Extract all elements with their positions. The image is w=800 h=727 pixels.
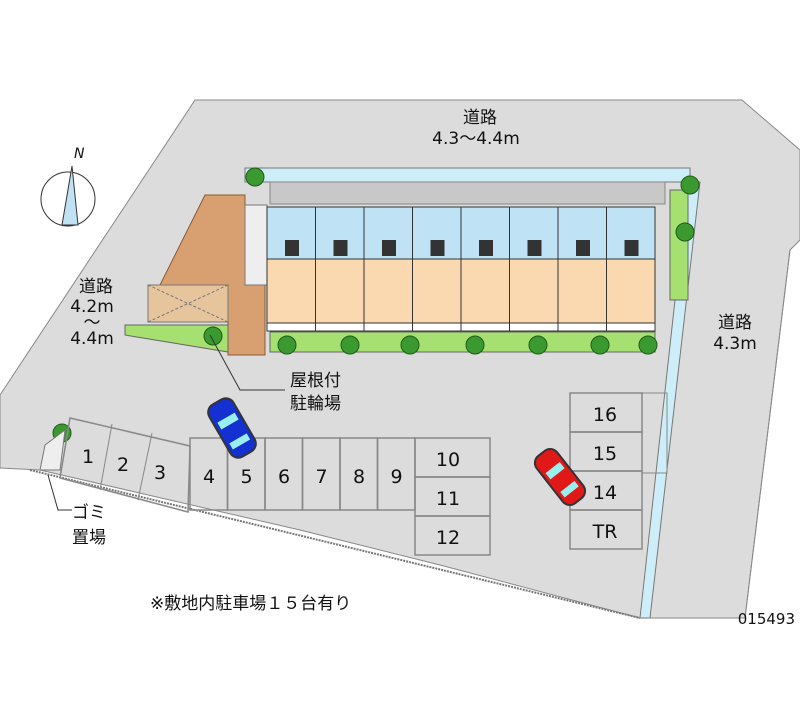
road-east-name: 道路	[718, 313, 752, 333]
lot-boundary-line	[29, 469, 641, 619]
parking-space-number: 1	[82, 446, 94, 468]
tree-icon	[277, 335, 297, 355]
apartment-unit	[557, 206, 607, 332]
parking-space-number: 8	[353, 466, 365, 488]
parking-space-number: 6	[278, 466, 290, 488]
road-east-width: 4.3m	[713, 334, 757, 354]
apartment-unit	[363, 206, 413, 332]
parking-space-number: 4	[203, 466, 215, 488]
north-compass-icon: N	[40, 146, 96, 227]
property-id: 015493	[738, 610, 795, 628]
tree-icon	[465, 335, 485, 355]
parking-space-number: 15	[593, 443, 617, 465]
compass-north-label: N	[74, 146, 85, 162]
bike-shelter-pointer	[209, 334, 285, 391]
green-strip-west	[124, 324, 229, 353]
apartment-unit	[509, 206, 559, 332]
apartment-unit	[606, 206, 656, 332]
garbage-area	[39, 428, 66, 471]
tree-icon	[245, 167, 265, 187]
tree-icon	[528, 335, 548, 355]
parking-space	[569, 509, 643, 550]
bike-parking-label-2: 駐輪場	[290, 394, 341, 414]
tree-icon	[675, 222, 695, 242]
parking-space-number: 14	[593, 482, 617, 504]
parking-space-number: 5	[240, 466, 252, 488]
road-west-name: 道路	[79, 277, 113, 297]
parking-space-group-1-3	[59, 417, 191, 513]
garbage-pointer	[47, 474, 72, 511]
stair-area	[244, 204, 268, 286]
parking-space-number: 16	[593, 404, 617, 426]
tree-icon	[400, 335, 420, 355]
parking-space-number: 7	[315, 466, 327, 488]
parking-note: ※敷地内駐車場１５台有り	[150, 594, 351, 614]
parking-space-number: 10	[436, 449, 460, 471]
parking-space-number: 3	[154, 462, 166, 484]
tree-icon	[203, 326, 223, 346]
garbage-label-1: ゴミ	[72, 502, 106, 523]
road-edge-east	[744, 249, 791, 619]
car-blue	[207, 397, 257, 459]
parking-space-number: 11	[436, 488, 460, 510]
north-walkway	[269, 181, 666, 205]
parking-space-number: 2	[117, 454, 129, 476]
apartment-unit	[315, 206, 365, 332]
apartment-unit	[460, 206, 510, 332]
parking-space-number: 12	[436, 527, 460, 549]
bike-shelter	[147, 284, 229, 323]
road-west-width-bottom: 4.4m	[70, 329, 114, 349]
parking-space-number: 9	[390, 466, 402, 488]
road-north-name: 道路	[463, 108, 497, 128]
tree-icon	[590, 335, 610, 355]
tree-icon	[680, 175, 700, 195]
bike-parking-label-1: 屋根付	[290, 371, 341, 391]
apartment-unit	[412, 206, 462, 332]
road-west-width-top: 4.2m	[70, 297, 114, 317]
green-strip-east	[669, 189, 689, 301]
apartment-building	[266, 206, 656, 332]
lot-lower-white	[0, 474, 640, 727]
road-west-tilde: ～	[84, 313, 101, 333]
car-red	[533, 447, 587, 507]
apartment-unit	[266, 206, 316, 332]
canal-north	[244, 167, 691, 183]
tree-icon	[638, 335, 658, 355]
tree-icon	[340, 335, 360, 355]
parking-space-number: TR	[592, 521, 618, 543]
road-north-width: 4.3～4.4m	[432, 129, 520, 149]
parking-space	[414, 515, 491, 556]
garbage-label-2: 置場	[72, 528, 106, 548]
